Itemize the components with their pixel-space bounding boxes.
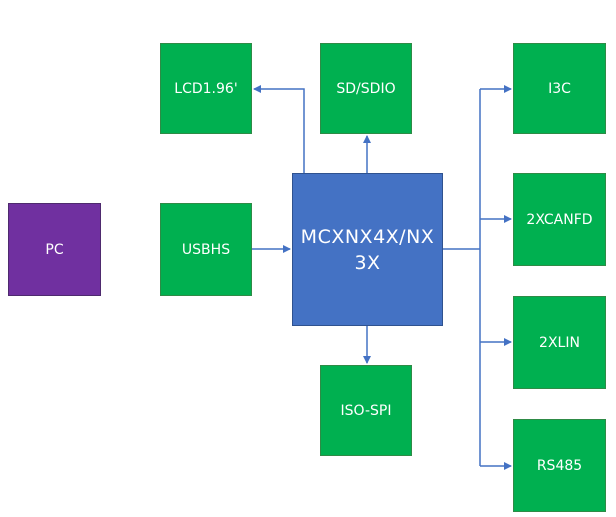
sdio-block: SD/SDIO bbox=[320, 43, 412, 134]
pc-label: PC bbox=[45, 241, 64, 258]
usbhs-block: USBHS bbox=[160, 203, 252, 296]
arrow-mcu-to-lcd bbox=[253, 85, 305, 173]
canfd-label: 2XCANFD bbox=[526, 211, 593, 228]
pc-block: PC bbox=[8, 203, 101, 296]
iso-spi-block: ISO-SPI bbox=[320, 365, 412, 456]
mcu-label: MCXNX4X/NX3X bbox=[300, 225, 435, 274]
usbhs-label: USBHS bbox=[181, 241, 231, 258]
rs485-block: RS485 bbox=[513, 419, 606, 512]
iso-spi-label: ISO-SPI bbox=[340, 402, 392, 419]
canfd-block: 2XCANFD bbox=[513, 173, 606, 266]
lin-label: 2XLIN bbox=[539, 334, 580, 351]
i3c-label: I3C bbox=[548, 80, 571, 97]
sdio-label: SD/SDIO bbox=[336, 80, 396, 97]
lcd-block: LCD1.96' bbox=[160, 43, 252, 134]
lcd-label: LCD1.96' bbox=[174, 80, 238, 97]
rs485-label: RS485 bbox=[536, 457, 583, 474]
lin-block: 2XLIN bbox=[513, 296, 606, 389]
i3c-block: I3C bbox=[513, 43, 606, 134]
mcu-block: MCXNX4X/NX3X bbox=[292, 173, 443, 326]
